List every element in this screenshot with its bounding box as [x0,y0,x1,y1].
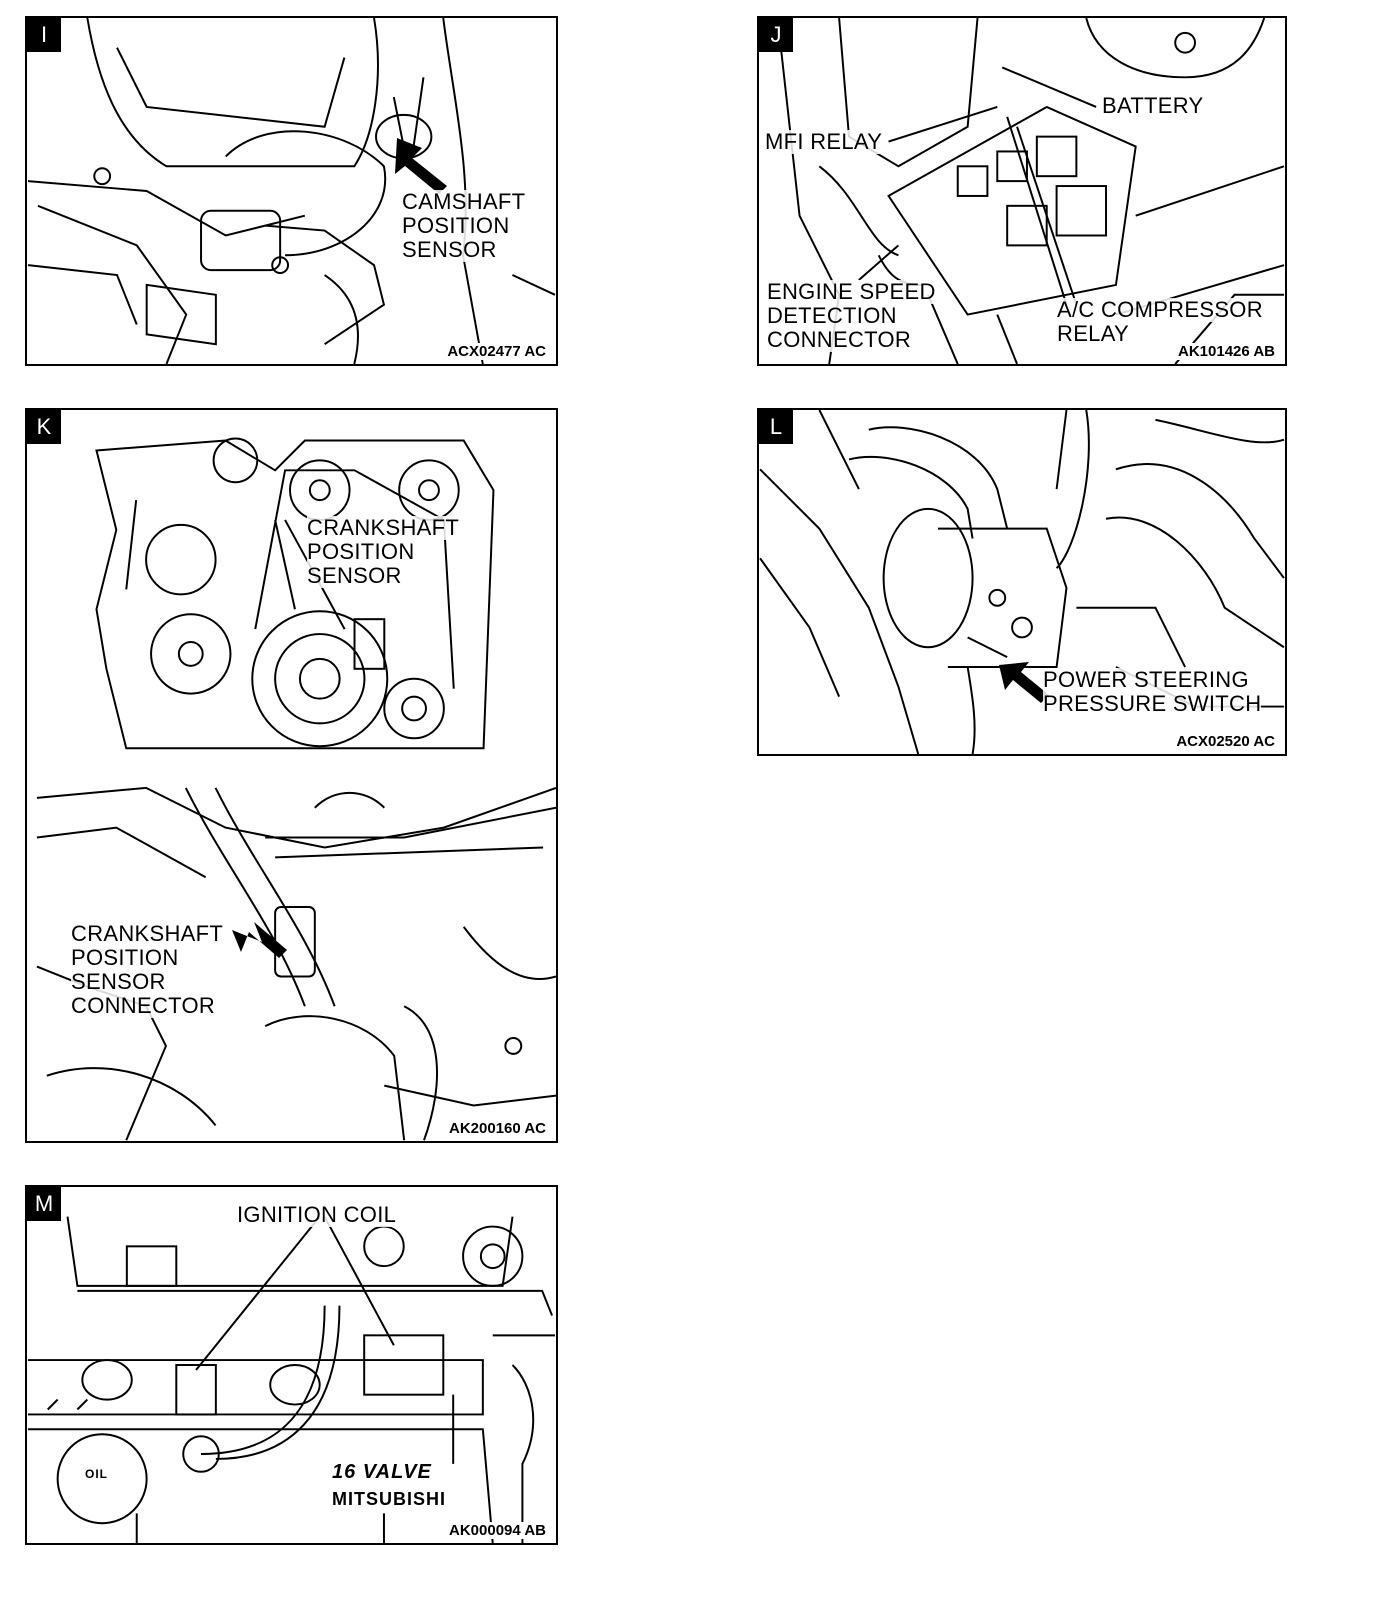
panel-letter: I [27,18,61,52]
panel-i-camshaft-sensor: I CAMSHAFT POSITION SENSOR ACX02477 AC [25,16,558,366]
panel-letter: J [759,18,793,52]
figure-code: AK200160 AC [447,1120,548,1137]
crank-connector-label-line1: CRANKSHAFT [71,921,224,946]
brand-text: MITSUBISHI [332,1489,447,1509]
ignition-coil-label: IGNITION COIL [237,1202,397,1227]
crank-connector-label-line3: SENSOR [71,969,166,994]
engine-speed-label-line3: CONNECTOR [767,327,912,352]
engine-speed-label-line1: ENGINE SPEED [767,279,936,304]
valve-cover-text: 16 VALVE [332,1461,432,1483]
crank-connector-label-line4: CONNECTOR [71,993,216,1018]
engine-speed-label-line2: DETECTION [767,303,897,328]
ps-switch-label-line1: POWER STEERING [1043,667,1249,692]
camshaft-label-line2: POSITION [402,213,510,238]
engine-illustration [778,18,1285,364]
ac-relay-label-line1: A/C COMPRESSOR [1057,297,1263,322]
panel-l-ps-switch: L POWER STEERING PRESSURE SWITCH ACX0252… [757,408,1287,756]
battery-label: BATTERY [1102,93,1204,118]
panel-k-crankshaft-sensor: K CRANKSHAFT POSITION SENSOR CRANKSHAFT … [25,408,558,1143]
panel-letter: L [759,410,793,444]
crank-connector-label-line2: POSITION [71,945,179,970]
crank-sensor-label-line3: SENSOR [307,563,402,588]
ps-switch-label-line2: PRESSURE SWITCH [1043,691,1262,716]
pointer-arrow-icon [395,138,447,194]
figure-code: ACX02477 AC [445,343,548,360]
panel-m-ignition-coil: M IGNITION COIL 16 VALVE MITSUBISHI OIL … [25,1185,558,1545]
figure-code: AK000094 AB [447,1522,548,1539]
crank-sensor-label-line2: POSITION [307,539,415,564]
panel-j-relay-box: J BATTERY MFI RELAY ENGINE SPEED DETECTI… [757,16,1287,366]
ac-relay-label-line2: RELAY [1057,321,1130,346]
figure-code: AK101426 AB [1176,343,1277,360]
figure-code: ACX02520 AC [1174,733,1277,750]
panel-letter: K [27,410,61,444]
camshaft-label-line1: CAMSHAFT [402,189,526,214]
mfi-relay-label: MFI RELAY [765,129,883,154]
pointer-arrow-icon [232,922,287,958]
panel-letter: M [27,1187,61,1221]
oil-cap-text: OIL [85,1467,108,1481]
camshaft-label-line3: SENSOR [402,237,497,262]
pointer-arrow-icon [999,662,1049,703]
engine-illustration [27,1216,556,1543]
engine-illustration [27,18,556,364]
crank-sensor-label-line1: CRANKSHAFT [307,515,460,540]
